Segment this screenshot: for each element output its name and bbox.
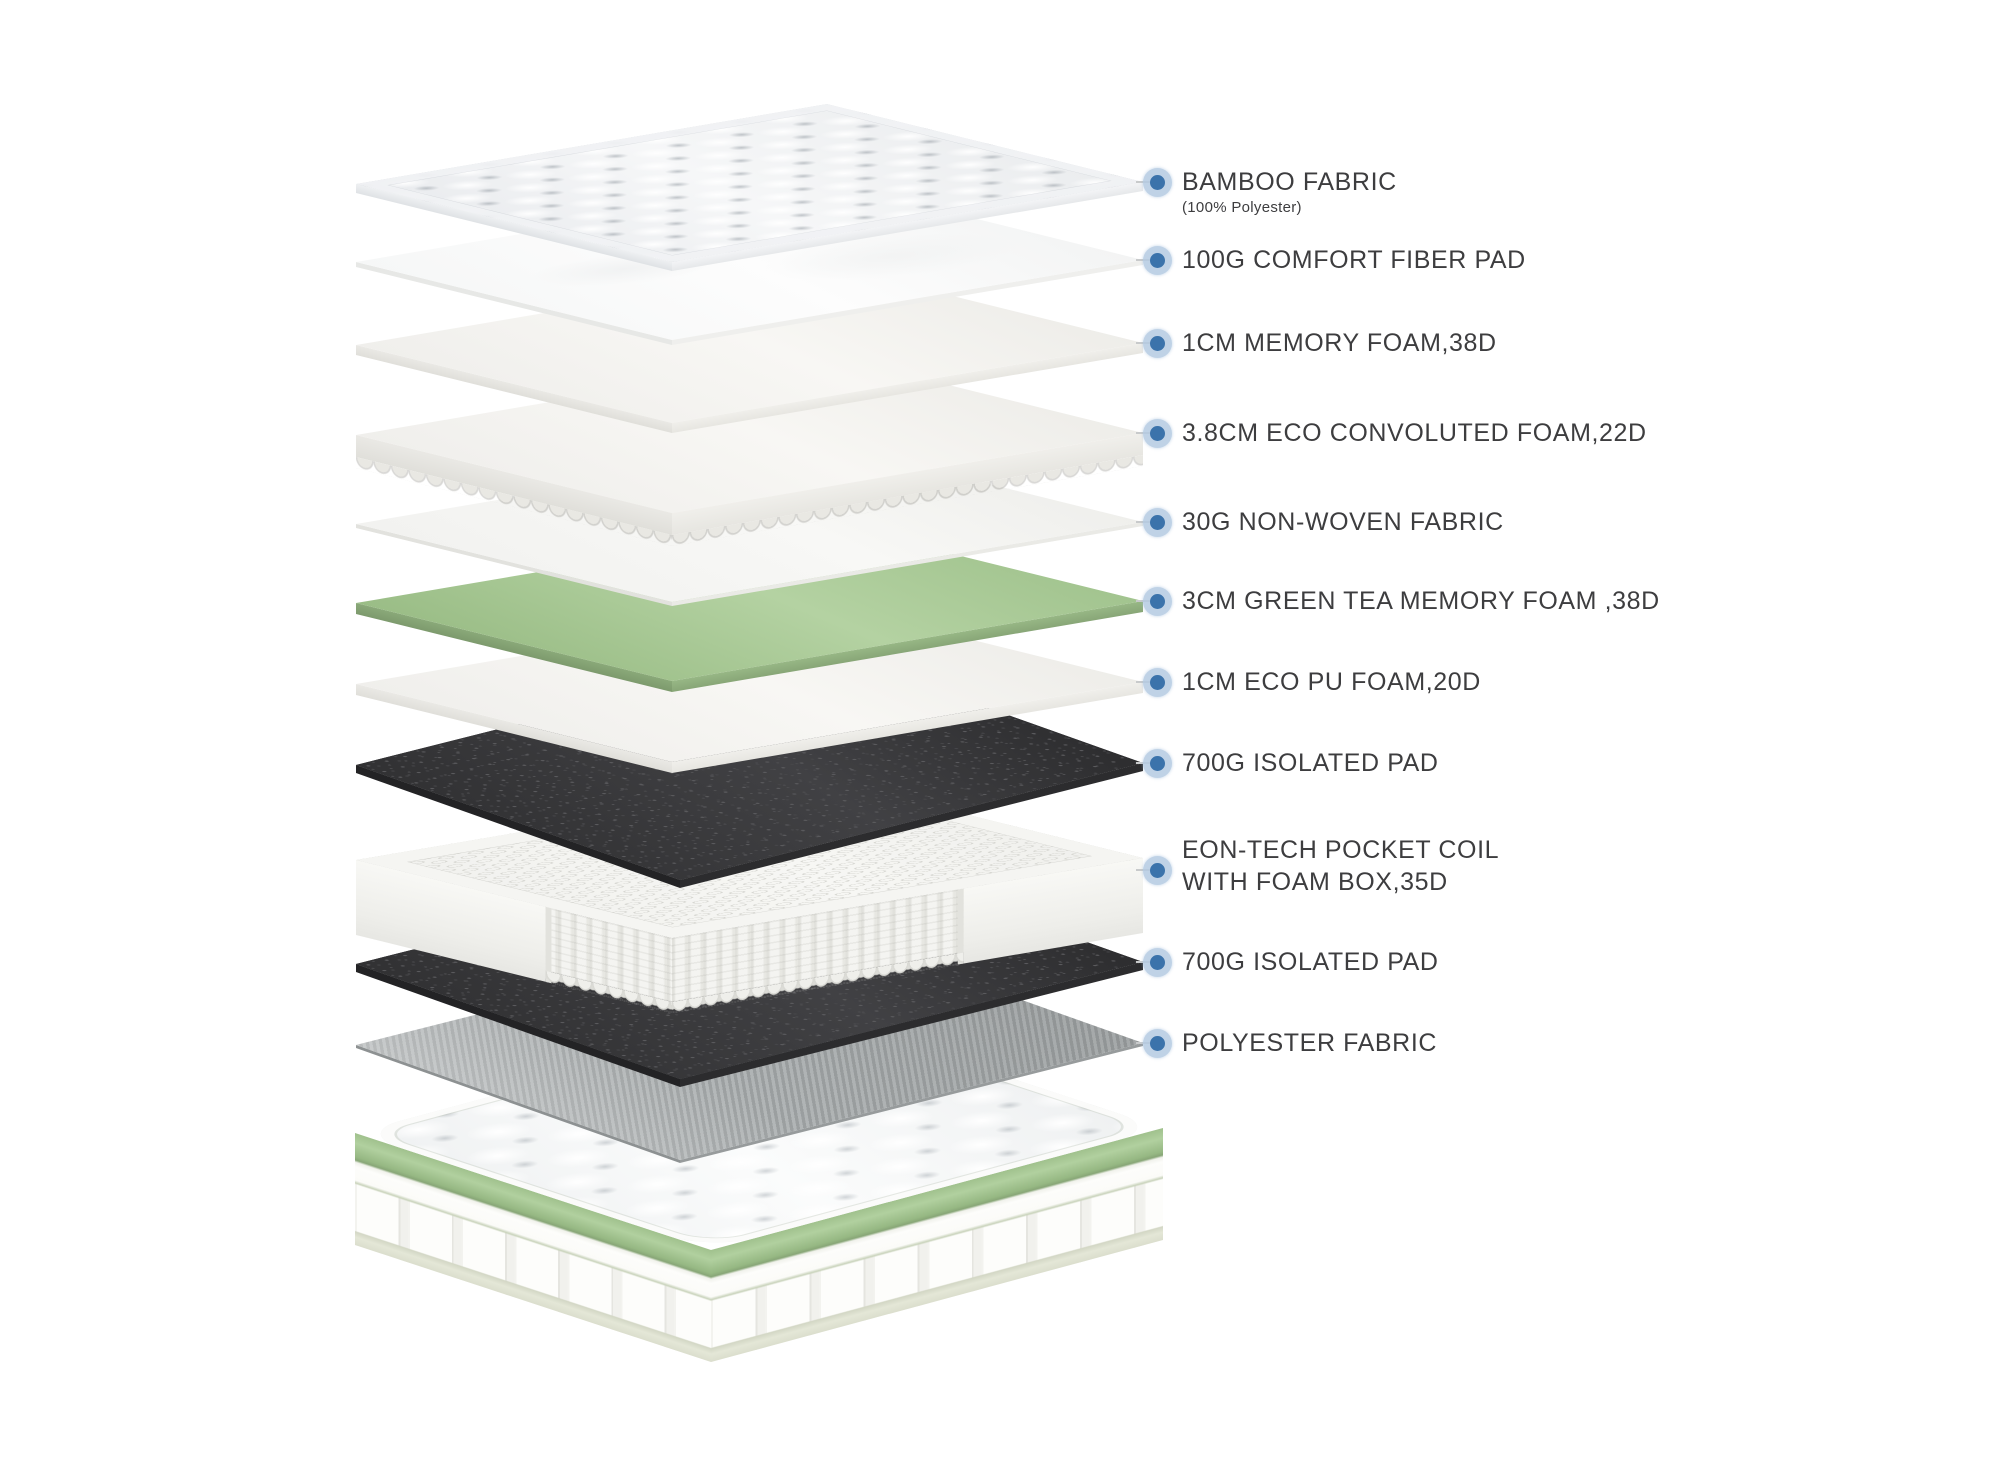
layer-label-row: BAMBOO FABRIC (100% Polyester) [1182,166,1397,218]
layer-label: 1CM ECO PU FOAM,20D [1182,668,1481,696]
layer-label: 700G ISOLATED PAD [1182,948,1439,976]
layer-label-row: 700G ISOLATED PAD [1182,747,1439,779]
layer-label-row: 100G COMFORT FIBER PAD [1182,244,1526,276]
layer-label-row: 3CM GREEN TEA MEMORY FOAM ,38D [1182,585,1660,617]
layer-label: 30G NON-WOVEN FABRIC [1182,508,1504,536]
layer-marker [1143,508,1172,537]
layer-label: 1CM MEMORY FOAM,38D [1182,329,1497,357]
layer-marker [1143,168,1172,197]
layer-label: 100G COMFORT FIBER PAD [1182,246,1526,274]
layer-label-row: 1CM MEMORY FOAM,38D [1182,327,1497,359]
marker-dot-icon [1150,336,1165,351]
marker-dot-icon [1150,756,1165,771]
marker-dot-icon [1150,253,1165,268]
layer-label-row: EON-TECH POCKET COIL WITH FOAM BOX,35D [1182,834,1499,898]
marker-dot-icon [1150,863,1165,878]
layer-marker [1143,246,1172,275]
layer-marker [1143,948,1172,977]
layer-label-row: 1CM ECO PU FOAM,20D [1182,666,1481,698]
layer-label: 3.8CM ECO CONVOLUTED FOAM,22D [1182,419,1647,447]
marker-dot-icon [1150,955,1165,970]
layer-label: 700G ISOLATED PAD [1182,749,1439,777]
marker-dot-icon [1150,175,1165,190]
layer-label: 3CM GREEN TEA MEMORY FOAM ,38D [1182,587,1660,615]
marker-dot-icon [1150,1036,1165,1051]
marker-dot-icon [1150,594,1165,609]
layer-sublabel: (100% Polyester) [1182,199,1302,216]
marker-dot-icon [1150,675,1165,690]
layer-label: BAMBOO FABRIC [1182,168,1397,196]
layer-marker [1143,1029,1172,1058]
layer-marker [1143,419,1172,448]
marker-dot-icon [1150,515,1165,530]
layer-label-row: 30G NON-WOVEN FABRIC [1182,506,1504,538]
layer-marker [1143,587,1172,616]
layer-marker [1143,329,1172,358]
layer-marker [1143,856,1172,885]
layer-label-line2: WITH FOAM BOX,35D [1182,868,1448,896]
layer-label-row: 700G ISOLATED PAD [1182,946,1439,978]
layer-label-row: POLYESTER FABRIC [1182,1027,1437,1059]
marker-dot-icon [1150,426,1165,441]
layer-marker [1143,749,1172,778]
layer-marker [1143,668,1172,697]
layer-label: EON-TECH POCKET COIL [1182,836,1500,864]
layer-label-row: 3.8CM ECO CONVOLUTED FOAM,22D [1182,417,1647,449]
layer-label: POLYESTER FABRIC [1182,1029,1438,1057]
